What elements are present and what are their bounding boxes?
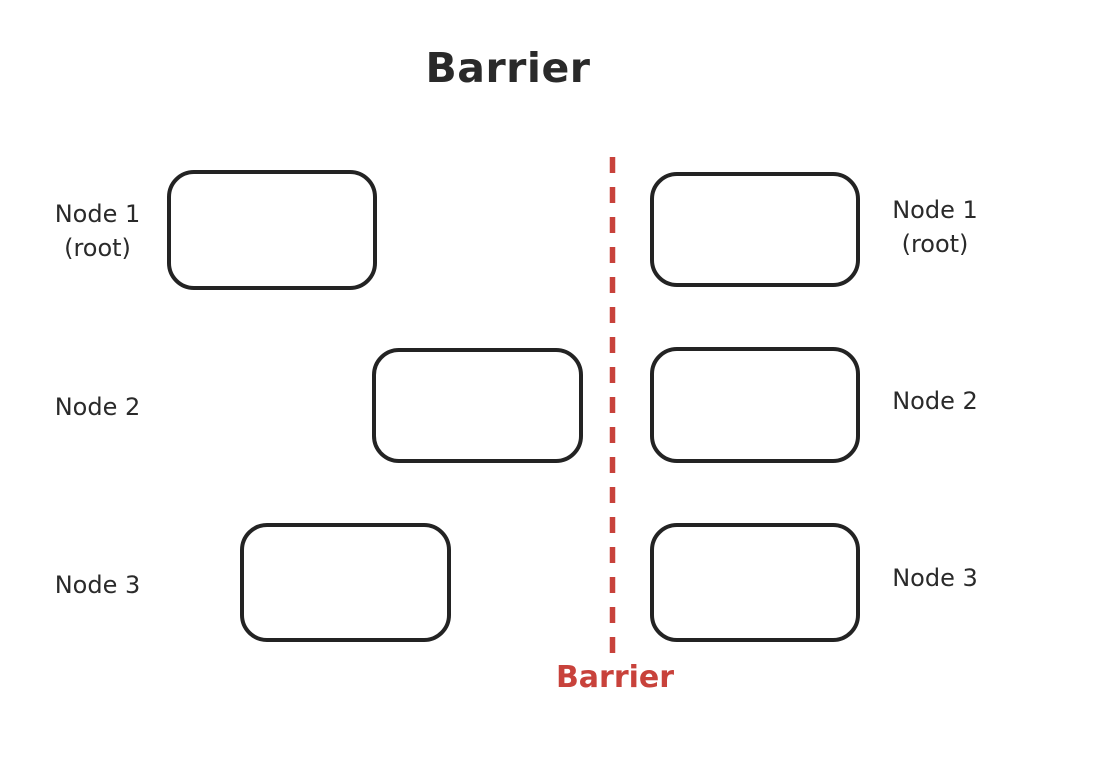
left-label-node-1: Node 1 (root): [25, 197, 170, 265]
right-box-node-1: [650, 172, 860, 287]
right-label-node-2: Node 2: [870, 384, 1000, 418]
right-box-node-3: [650, 523, 860, 642]
left-label-node-2: Node 2: [25, 390, 170, 424]
right-label-node-3: Node 3: [870, 561, 1000, 595]
left-label-node-1-line1: Node 1: [54, 200, 141, 228]
left-box-node-3: [240, 523, 451, 642]
right-label-node-1: Node 1 (root): [870, 193, 1000, 261]
barrier-dashed-line: [609, 157, 616, 657]
right-label-node-3-line1: Node 3: [892, 564, 978, 592]
left-box-node-2: [372, 348, 583, 463]
left-label-node-3: Node 3: [25, 568, 170, 602]
right-box-node-2: [650, 347, 860, 463]
left-label-node-2-line1: Node 2: [54, 393, 141, 421]
barrier-label: Barrier: [555, 660, 675, 695]
right-label-node-1-line2: (root): [901, 230, 969, 258]
left-label-node-1-line2: (root): [64, 234, 131, 262]
right-label-node-2-line1: Node 2: [892, 387, 978, 415]
diagram-title: Barrier: [425, 44, 591, 92]
left-box-node-1: [167, 170, 377, 290]
right-label-node-1-line1: Node 1: [892, 196, 978, 224]
left-label-node-3-line1: Node 3: [54, 571, 141, 599]
